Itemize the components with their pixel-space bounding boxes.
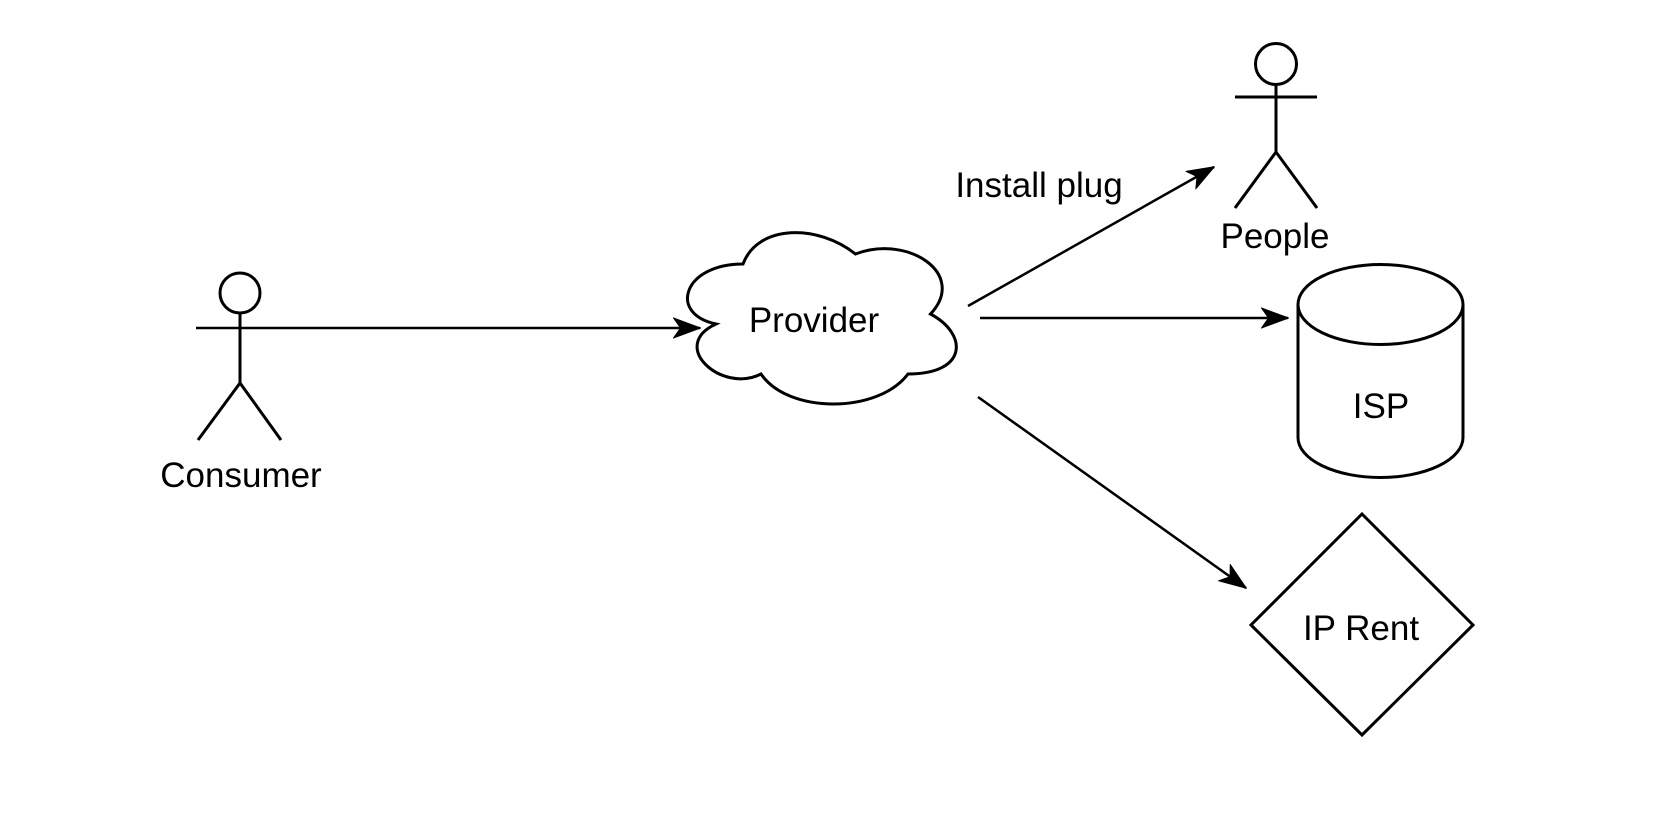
edge-provider-to-iprent bbox=[977, 395, 1246, 588]
node-iprent: IP Rent bbox=[1248, 511, 1476, 738]
edge-provider-people-line bbox=[967, 165, 1214, 308]
iprent-label: IP Rent bbox=[1303, 609, 1419, 648]
consumer-label: Consumer bbox=[160, 456, 322, 495]
consumer-actor-head bbox=[218, 271, 262, 315]
isp-cylinder-shape bbox=[1296, 263, 1465, 479]
node-provider: Provider bbox=[686, 231, 958, 406]
people-actor-head bbox=[1254, 42, 1298, 86]
isp-label: ISP bbox=[1353, 387, 1409, 426]
node-consumer: Consumer bbox=[160, 271, 322, 495]
isp-cylinder-top-ellipse bbox=[1296, 304, 1465, 346]
consumer-actor-legs bbox=[196, 380, 283, 441]
iprent-diamond-shape bbox=[1248, 511, 1476, 738]
provider-cloud-shape bbox=[686, 231, 958, 406]
people-actor-legs bbox=[1233, 149, 1319, 209]
node-people: People bbox=[1221, 42, 1330, 256]
node-isp: ISP bbox=[1296, 263, 1465, 479]
edge-provider-to-people: Install plug bbox=[955, 165, 1214, 308]
people-label: People bbox=[1221, 217, 1330, 256]
edge-label-install-plug: Install plug bbox=[955, 166, 1122, 205]
provider-label: Provider bbox=[749, 301, 880, 340]
edge-provider-iprent-line bbox=[977, 395, 1246, 588]
